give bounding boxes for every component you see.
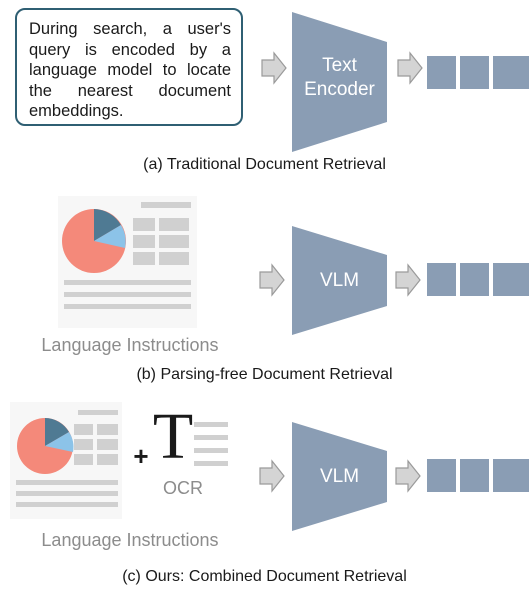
caption-a: (a) Traditional Document Retrieval	[143, 156, 386, 173]
plus-sign: +	[133, 441, 149, 471]
caption-c: (c) Ours: Combined Document Retrieval	[122, 568, 407, 585]
document-thumbnail-b	[58, 196, 197, 328]
vlm-label-c: VLM	[319, 466, 360, 487]
arrow-to-embedding-b	[395, 264, 421, 296]
arrow-to-text-encoder	[261, 52, 287, 84]
caption-b: (b) Parsing-free Document Retrieval	[136, 366, 393, 383]
language-instructions-b: Language Instructions	[41, 335, 219, 355]
arrow-to-embedding-c	[395, 460, 421, 492]
ocr-label: OCR	[163, 478, 203, 498]
embedding-vector-a	[427, 56, 529, 89]
embedding-vector-b	[427, 263, 529, 296]
query-description-text: During search, a user's query is encoded…	[29, 20, 231, 120]
document-thumbnail-c	[10, 402, 122, 519]
ocr-text-lines	[194, 422, 228, 466]
vlm-trapezoid-b	[292, 226, 387, 335]
text-encoder-trapezoid	[292, 12, 387, 152]
text-encoder-label-line1: Text	[322, 55, 357, 76]
query-description-box: During search, a user's query is encoded…	[15, 8, 243, 126]
arrow-to-embedding-a	[397, 52, 423, 84]
text-encoder-label: Text Encoder	[292, 54, 387, 102]
arrow-to-vlm-b	[259, 264, 285, 296]
ocr-t-glyph: T	[152, 400, 194, 473]
embedding-vector-c	[427, 459, 529, 492]
language-instructions-c: Language Instructions	[41, 530, 219, 550]
text-encoder-label-line2: Encoder	[304, 79, 375, 100]
vlm-label-b: VLM	[319, 270, 360, 291]
vlm-trapezoid-c	[292, 422, 387, 531]
arrow-to-vlm-c	[259, 460, 285, 492]
